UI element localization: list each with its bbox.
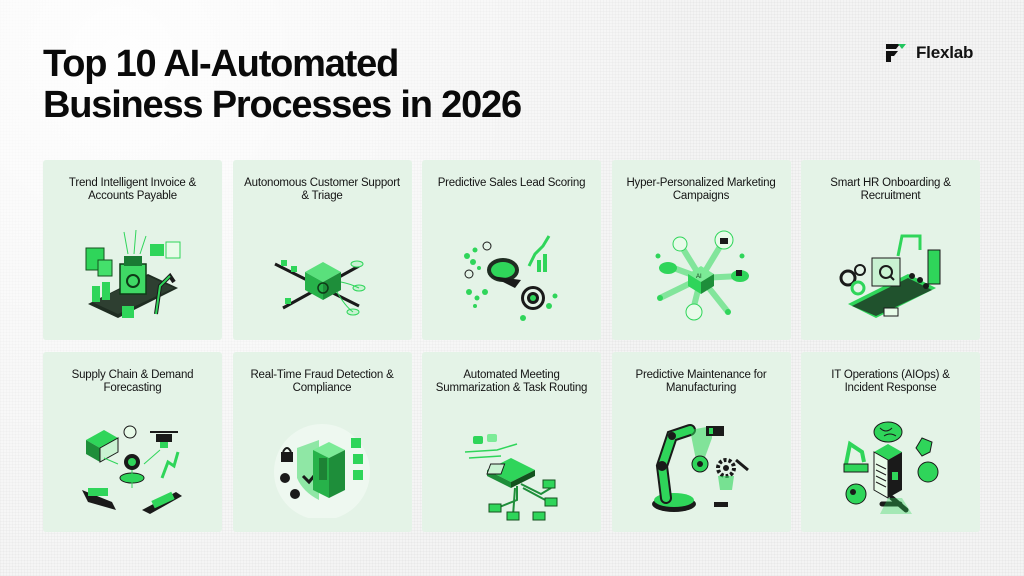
process-card-title: Smart HR Onboarding & Recruitment: [830, 177, 951, 202]
process-card[interactable]: Autonomous Customer Support & Triage: [232, 160, 412, 340]
process-card[interactable]: Predictive Sales Lead Scoring: [422, 160, 601, 340]
robot-arm-gear-icon: [652, 424, 749, 512]
process-card-title: Predictive Maintenance for Manufacturing: [635, 369, 767, 394]
flexlab-logo-icon: [886, 44, 906, 62]
page-title-line-1: Top 10 AI-Automated: [43, 43, 399, 85]
process-card-title: Hyper-Personalized Marketing Campaigns: [626, 177, 776, 202]
process-card[interactable]: Automated Meeting Summarization & Task R…: [422, 352, 601, 532]
process-card[interactable]: Real-Time Fraud Detection & Compliance: [232, 352, 412, 532]
brain-server-ops-icon: [843, 421, 938, 514]
page-title-line-2: Business Processes in 2026: [43, 84, 522, 126]
process-card[interactable]: IT Operations (AIOps) & Incident Respons…: [801, 352, 980, 532]
brand-logo: Flexlab: [884, 42, 973, 64]
brand-name: Flexlab: [916, 43, 974, 62]
process-card[interactable]: Hyper-Personalized Marketing Campaigns A…: [611, 160, 791, 340]
process-card-title: Trend Intelligent Invoice & Accounts Pay…: [68, 177, 197, 202]
svg-text:AI: AI: [696, 274, 702, 280]
page-title: Top 10 AI-Automated Business Processes i…: [43, 43, 522, 126]
supply-chain-ships-drone-icon: [81, 425, 182, 514]
process-card[interactable]: Supply Chain & Demand Forecasting: [43, 352, 222, 532]
process-card-title: Real-Time Fraud Detection & Compliance: [250, 369, 394, 394]
security-shield-lock-icon: [274, 424, 370, 518]
process-card-title: Supply Chain & Demand Forecasting: [71, 369, 194, 394]
process-card[interactable]: Smart HR Onboarding & Recruitment: [801, 160, 980, 340]
process-card[interactable]: Trend Intelligent Invoice & Accounts Pay…: [43, 160, 222, 340]
meeting-chip-routing-icon: [464, 434, 557, 521]
process-card-grid: Trend Intelligent Invoice & Accounts Pay…: [43, 160, 980, 532]
invoice-conveyor-robot-arm-icon: [85, 229, 180, 318]
ai-marketing-network-icon: AI: [655, 230, 749, 321]
hr-conveyor-screening-icon: [839, 234, 940, 318]
support-hub-routing-icon: [274, 260, 366, 316]
process-card[interactable]: Predictive Maintenance for Manufacturing: [611, 352, 791, 532]
process-card-title: Autonomous Customer Support & Triage: [244, 177, 400, 202]
lead-funnel-target-icon: [463, 235, 557, 321]
process-card-title: Predictive Sales Lead Scoring: [437, 177, 586, 189]
process-card-title: Automated Meeting Summarization & Task R…: [435, 369, 588, 394]
process-card-title: IT Operations (AIOps) & Incident Respons…: [831, 369, 950, 394]
